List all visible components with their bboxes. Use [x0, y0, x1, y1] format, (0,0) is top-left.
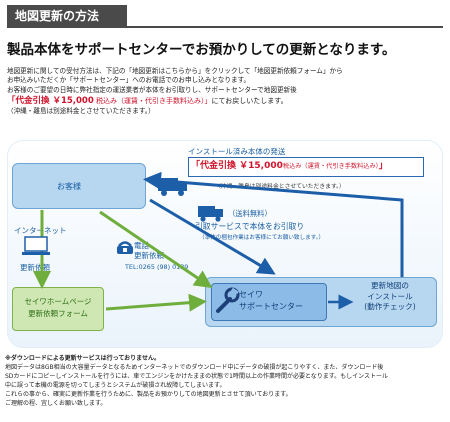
- intro-price: 「代金引換 ￥15,000: [7, 96, 94, 107]
- notes-line-1: 地図データは8GB相当の大容量データとなるためインターネットでのダウンロード中に…: [5, 364, 384, 371]
- install-line-1: 更新地図の: [371, 281, 409, 290]
- shipping-price-box: 「代金引換 ￥15,000税込み（運賃・代引き手数料込み）」: [188, 157, 424, 177]
- pickup-free-label: （送料無料）: [228, 209, 272, 218]
- shipping-price: 「代金引換 ￥15,000: [191, 161, 283, 171]
- notes-line-4: これらの事から、確実に更新作業を行うために、製品をお預かりしての地図更新とさせて…: [5, 391, 292, 398]
- shipping-title: インストール済み本体の発送: [188, 147, 286, 156]
- notes-head: ※ダウンロードによる更新サービスは行っておりません。: [5, 355, 160, 362]
- tel-number: TEL:0265 (98) 0139: [125, 263, 189, 271]
- phone-line-2: 更新依頼: [134, 251, 164, 260]
- notes-section: ※ダウンロードによる更新サービスは行っておりません。 地図データは8GB相当の大…: [5, 354, 449, 408]
- shipping-note: （沖縄・離島は別途料金とさせていただきます。）: [215, 184, 345, 190]
- homepage-line-2: 更新依頼フォーム: [28, 309, 88, 318]
- install-line-3: (動作チェック): [364, 302, 416, 311]
- center-line-2: サポートセンター: [239, 302, 303, 311]
- notes-line-5: ご理解の程、宜しくお願い致します。: [5, 400, 107, 407]
- notes-line-3: 中に誤って本機の電源を切ってしまうとシステムが破損され故障してしまいます。: [5, 382, 226, 389]
- page-headline: 製品本体をサポートセンターでお預かりしての更新となります。: [7, 42, 396, 58]
- support-center-label: セイワ サポートセンター: [239, 289, 303, 313]
- customer-box: [12, 163, 146, 209]
- intro-price-line: 「代金引換 ￥15,000 税込み（運賃・代引き手数料込み）」にてお戻しいたしま…: [7, 95, 447, 107]
- intro-line-5: （沖縄・離島は別途料金とさせていただきます。）: [7, 107, 155, 116]
- center-line-1: セイワ: [239, 290, 263, 299]
- intro-line-3: お客様のご要望の日時に弊社指定の運送業者が本体をお引取りし、サポートセンターで地…: [7, 85, 297, 94]
- internet-update-request-label: 更新依頼: [20, 263, 50, 272]
- notes-line-2: SDカードにコピーしインストールを行うには、車でエンジンをかけたままの状態で1時…: [5, 373, 389, 380]
- phone-line-1: 電話: [134, 241, 149, 250]
- intro-line-1: 地図更新に関しての受付方法は、下記の「地図更新はこちらから」をクリックして「地図…: [7, 67, 343, 75]
- pickup-note: （本体の梱包作業はお客様にてお願い致します。）: [199, 235, 325, 241]
- install-line-2: インストール: [367, 291, 413, 301]
- header-divider: [7, 26, 443, 28]
- intro-line-2: お申込みいただくか「サポートセンター」へのお電話でのお申し込みとなります。: [7, 76, 251, 85]
- pickup-service-label: 引取サービスで本体をお引取り: [195, 222, 305, 231]
- phone-label: 電話 更新依頼: [134, 241, 164, 261]
- intro-text: 地図更新に関しての受付方法は、下記の「地図更新はこちらから」をクリックして「地図…: [7, 67, 447, 117]
- section-title: 地図更新の方法: [7, 5, 127, 27]
- intro-price-tax: 税込み（運賃・代引き手数料込み）」: [93, 97, 212, 106]
- internet-label: インターネット: [14, 226, 67, 235]
- shipping-price-tax: 税込み（運賃・代引き手数料込み）: [282, 163, 379, 170]
- install-label: 更新地図の インストール (動作チェック): [349, 281, 431, 313]
- customer-label: お客様: [57, 182, 81, 191]
- homepage-form-box: セイワホームページ 更新依頼フォーム: [12, 287, 104, 331]
- shipping-price-close: 」: [378, 161, 388, 171]
- homepage-line-1: セイワホームページ: [24, 297, 92, 306]
- intro-price-tail: にてお戻しいたします。: [211, 97, 288, 106]
